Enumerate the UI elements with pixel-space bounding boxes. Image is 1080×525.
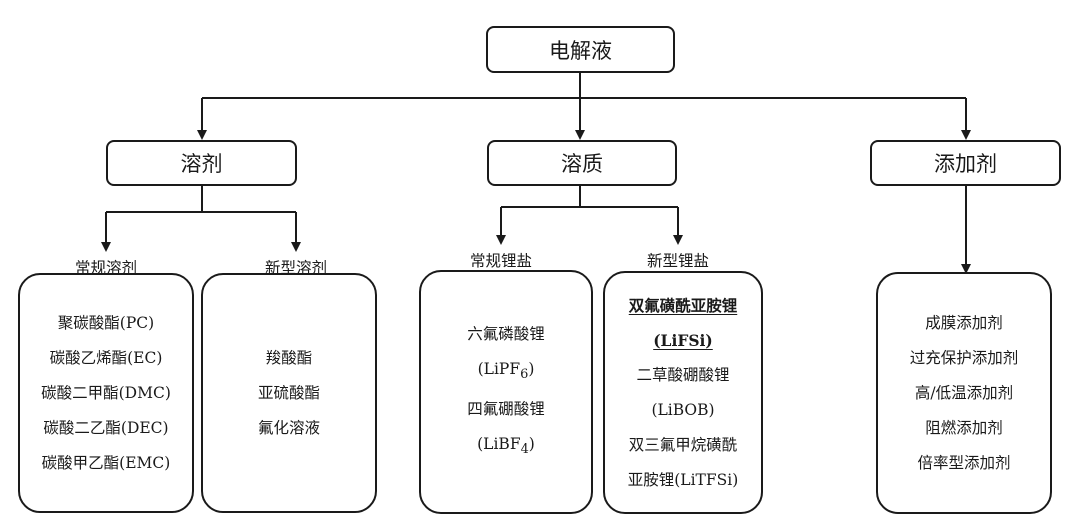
- root-label: 电解液: [549, 38, 612, 63]
- root-node: 电解液: [486, 26, 675, 73]
- panel-conventional-solvents: 聚碳酸酯(PC) 碳酸乙烯酯(EC) 碳酸二甲酯(DMC) 碳酸二乙酯(DEC)…: [18, 273, 194, 513]
- list-item: 氟化溶液: [257, 418, 320, 437]
- list-item: 羧酸酯: [265, 348, 313, 367]
- list-item: 碳酸二乙酯(DEC): [43, 418, 169, 437]
- list-item: 二草酸硼酸锂: [636, 365, 730, 384]
- subcategory-conventional-solvent: 常规溶剂: [74, 259, 138, 277]
- category-label: 添加剂: [934, 152, 997, 176]
- list-item: 聚碳酸酯(PC): [57, 313, 155, 332]
- list-item: 亚硫酸酯: [257, 383, 320, 402]
- category-additive: 添加剂: [870, 140, 1061, 186]
- list-item: (LiBOB): [651, 400, 715, 419]
- category-solute: 溶质: [487, 140, 677, 186]
- list-item: 碳酸二甲酯(DMC): [41, 383, 171, 402]
- panel-conventional-salts: 六氟磷酸锂 (LiPF6) 四氟硼酸锂 (LiBF4): [419, 270, 593, 514]
- list-item: 四氟硼酸锂: [467, 400, 545, 418]
- list-item-formula: (LiPF6): [477, 359, 535, 382]
- subcategory-new-salt: 新型锂盐: [646, 252, 710, 270]
- list-item: 过充保护添加剂: [909, 348, 1019, 367]
- list-item: 碳酸甲乙酯(EMC): [41, 453, 171, 472]
- list-item: 双三氟甲烷磺酰: [628, 435, 738, 454]
- category-label: 溶剂: [180, 152, 223, 176]
- list-item: 亚胺锂(LiTFSi): [627, 470, 739, 489]
- panel-new-salts: 双氟磺酰亚胺锂 (LiFSi) 二草酸硼酸锂 (LiBOB) 双三氟甲烷磺酰 亚…: [603, 271, 763, 514]
- list-item: 六氟磷酸锂: [467, 324, 545, 343]
- list-item: 阻燃添加剂: [925, 418, 1003, 437]
- list-item: 倍率型添加剂: [917, 453, 1011, 472]
- list-item: 碳酸乙烯酯(EC): [49, 348, 163, 367]
- category-label: 溶质: [561, 152, 603, 176]
- panel-additives: 成膜添加剂 过充保护添加剂 高/低温添加剂 阻燃添加剂 倍率型添加剂: [876, 272, 1052, 514]
- subcategory-conventional-salt: 常规锂盐: [469, 252, 533, 270]
- list-item-formula: (LiBF4): [477, 435, 535, 458]
- highlight-item: 双氟磺酰亚胺锂: [628, 295, 738, 315]
- highlight-formula: (LiFSi): [653, 330, 713, 350]
- category-solvent: 溶剂: [106, 140, 297, 186]
- panel-new-solvents: 羧酸酯 亚硫酸酯 氟化溶液: [201, 273, 377, 513]
- subcategory-new-solvent: 新型溶剂: [264, 259, 328, 277]
- list-item: 成膜添加剂: [925, 313, 1003, 332]
- list-item: 高/低温添加剂: [914, 383, 1014, 402]
